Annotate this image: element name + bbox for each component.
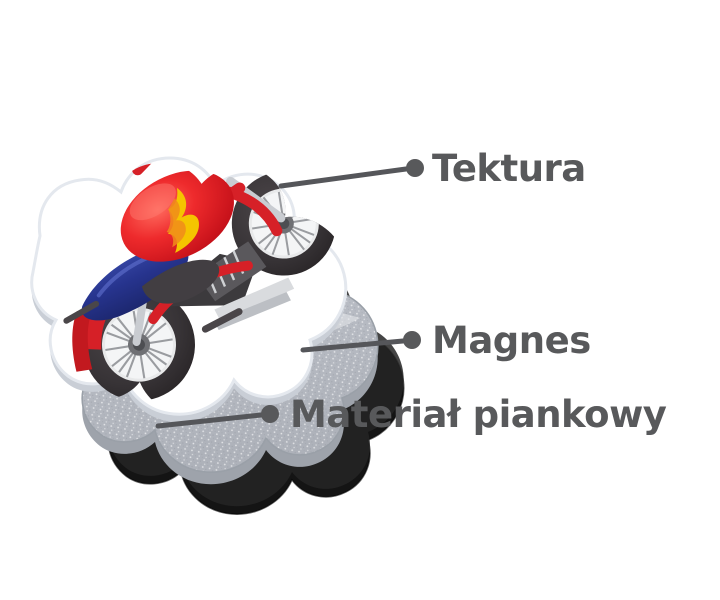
callout-leaders bbox=[155, 159, 424, 429]
callout-leader-material-piankowy bbox=[155, 405, 279, 429]
leader-line-magnes bbox=[300, 338, 406, 353]
callout-dot-magnes bbox=[403, 331, 421, 349]
leader-line-material-piankowy bbox=[155, 412, 264, 429]
seat bbox=[81, 242, 189, 321]
callout-leader-magnes bbox=[300, 331, 421, 353]
callout-label-magnes: Magnes bbox=[432, 319, 591, 362]
layer-cardboard bbox=[30, 135, 348, 423]
callout-label-material-piankowy: Materiał piankowy bbox=[290, 393, 667, 436]
callout-leader-tektura bbox=[278, 159, 424, 189]
callout-dot-material-piankowy bbox=[261, 405, 279, 423]
leader-line-tektura bbox=[278, 166, 409, 189]
callout-dot-tektura bbox=[406, 159, 424, 177]
headlight bbox=[227, 135, 257, 156]
callout-label-tektura: Tektura bbox=[432, 147, 586, 190]
